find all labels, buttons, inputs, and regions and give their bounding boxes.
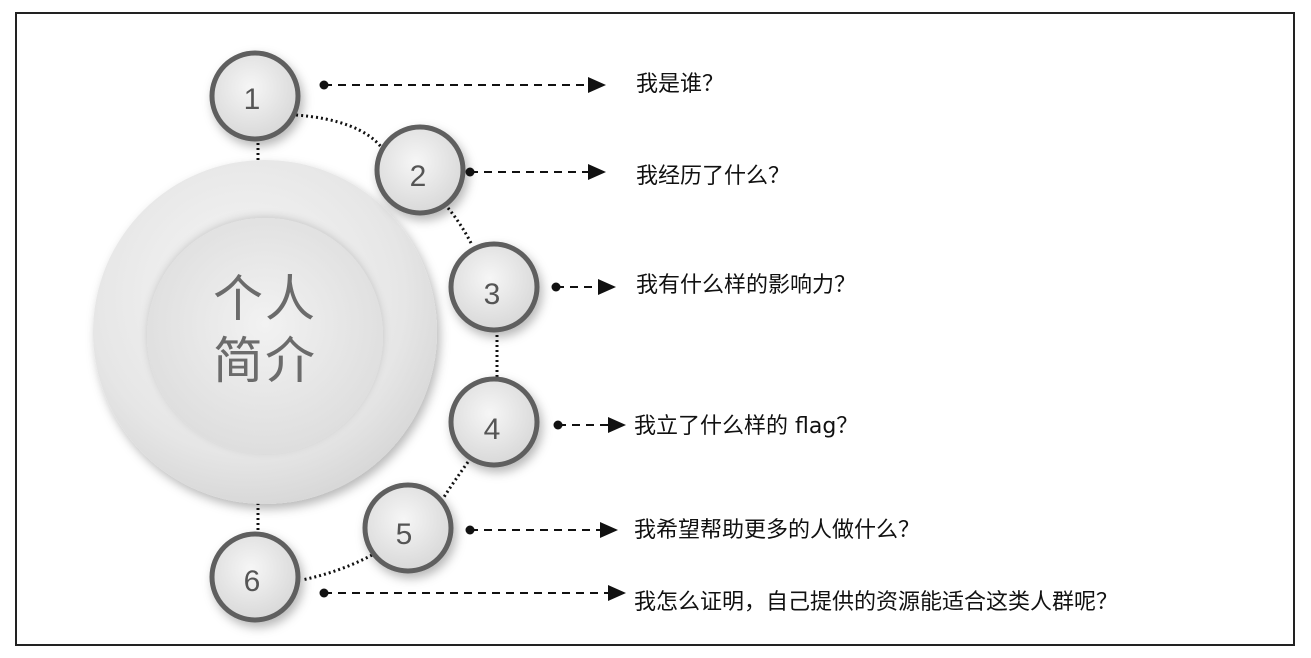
number-5: 5 bbox=[395, 518, 413, 551]
center-title: 个人 简介 bbox=[145, 268, 385, 392]
arrow-start-dots bbox=[319, 80, 563, 598]
center-circle bbox=[93, 160, 437, 504]
question-2: 我经历了什么？ bbox=[636, 164, 791, 189]
question-3: 我有什么样的影响力？ bbox=[636, 273, 857, 298]
question-4: 我立了什么样的 flag？ bbox=[634, 414, 859, 439]
number-6: 6 bbox=[243, 565, 261, 598]
circle-4 bbox=[448, 376, 540, 468]
center-title-line2: 简介 bbox=[213, 332, 317, 390]
circle-1 bbox=[209, 50, 301, 142]
numbered-circles bbox=[209, 50, 540, 623]
number-2: 2 bbox=[409, 160, 427, 193]
question-6: 我怎么证明，自己提供的资源能适合这类人群呢？ bbox=[634, 590, 1119, 615]
arrows bbox=[324, 77, 626, 601]
circle-5 bbox=[362, 482, 454, 574]
circle-6 bbox=[209, 531, 301, 623]
circle-3 bbox=[448, 241, 540, 333]
number-1: 1 bbox=[243, 83, 261, 116]
question-1: 我是谁？ bbox=[636, 72, 725, 97]
circle-2 bbox=[374, 124, 466, 216]
question-5: 我希望帮助更多的人做什么？ bbox=[634, 518, 921, 543]
number-3: 3 bbox=[483, 278, 501, 311]
center-title-line1: 个人 bbox=[213, 270, 317, 328]
number-4: 4 bbox=[483, 413, 501, 446]
